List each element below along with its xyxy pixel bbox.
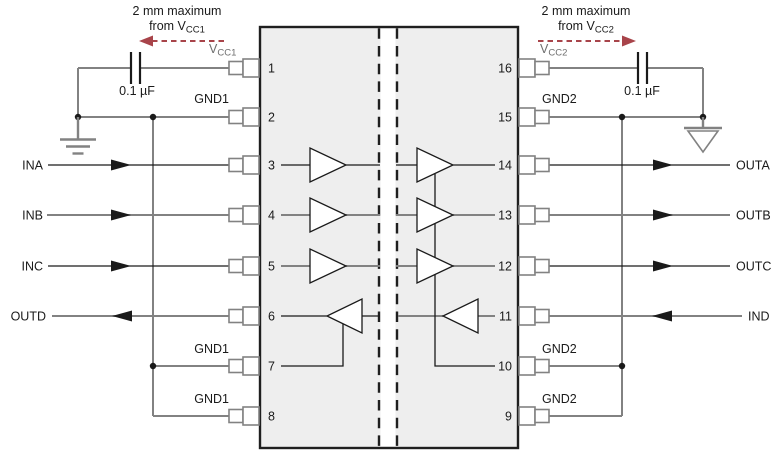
signal-label-outd: OUTD: [11, 310, 46, 324]
pin-number-9: 9: [505, 410, 512, 424]
pin-label-gnd2-pin9: GND2: [542, 392, 577, 406]
pin-numbers-right: 16 15 14 13 12 11 10 9: [498, 62, 512, 424]
pin-1-stub: [228, 58, 260, 78]
inc-arrow-icon: [111, 260, 131, 272]
pin-11-stub: [518, 306, 550, 326]
pin-8-stub: [228, 406, 260, 426]
signal-label-outc: OUTC: [736, 260, 771, 274]
pin-number-16: 16: [498, 62, 512, 76]
annotation-right-line1: 2 mm maximum: [542, 4, 631, 18]
annotation-left-line2: from VCC1: [149, 19, 205, 36]
signal-label-ind: IND: [748, 310, 770, 324]
pin-4-stub: [228, 205, 260, 225]
pin-number-6: 6: [268, 310, 275, 324]
pin-label-gnd2-pin10: GND2: [542, 342, 577, 356]
pin-number-1: 1: [268, 62, 275, 76]
cap-value-right: 0.1 µF: [624, 84, 660, 98]
pin-number-14: 14: [498, 159, 512, 173]
vcc2-network: [548, 52, 704, 117]
outc-arrow-icon: [653, 260, 673, 272]
pin-number-4: 4: [268, 209, 275, 223]
pin-label-gnd1-pin8: GND1: [194, 392, 229, 406]
gnd1-network: [74, 113, 230, 417]
cap-value-left: 0.1 µF: [119, 84, 155, 98]
signal-label-ina: INA: [22, 159, 44, 173]
pin-number-10: 10: [498, 360, 512, 374]
ind-arrow-icon: [652, 310, 672, 322]
buffer-c-out-icon: [416, 247, 455, 285]
pin-number-13: 13: [498, 209, 512, 223]
buffer-b-in-icon: [309, 196, 348, 234]
pin-2-stub: [228, 107, 260, 127]
enable-line-side1: [281, 324, 344, 367]
buffer-a-out-icon: [416, 146, 455, 184]
distance-arrow-left: [139, 35, 224, 47]
pin-number-11: 11: [499, 310, 512, 324]
pin-9-stub: [518, 406, 550, 426]
isolation-gap: [380, 28, 396, 447]
pin-numbers-left: 1 2 3 4 5 6 7 8: [268, 62, 275, 424]
pin-label-gnd1-pin2: GND1: [194, 92, 229, 106]
distance-arrow-right: [538, 35, 636, 47]
pin-number-12: 12: [498, 260, 512, 274]
signal-label-inb: INB: [22, 209, 43, 223]
distance-arrowhead-left-icon: [139, 35, 153, 47]
pin-label-gnd1-pin7: GND1: [194, 342, 229, 356]
pin-number-5: 5: [268, 260, 275, 274]
pin-3-stub: [228, 155, 260, 175]
pin-label-gnd2-pin15: GND2: [542, 92, 577, 106]
annotation-right-line2: from VCC2: [558, 19, 614, 36]
signal-label-inc: INC: [21, 260, 43, 274]
pin-12-stub: [518, 256, 550, 276]
outb-arrow-icon: [653, 209, 673, 221]
gnd2-network: [548, 113, 707, 417]
pin-6-stub: [228, 306, 260, 326]
pin-label-vcc2: VCC2: [540, 42, 567, 59]
outd-arrow-icon: [112, 310, 132, 322]
buffer-c-in-icon: [309, 247, 348, 285]
channel-buffers: [309, 146, 479, 335]
outa-arrow-icon: [653, 159, 673, 171]
pin-label-vcc1: VCC1: [209, 42, 236, 59]
pin-10-stub: [518, 356, 550, 376]
earth-ground-icon: [60, 117, 96, 155]
output-lines-right: [548, 159, 742, 322]
pin-number-8: 8: [268, 410, 275, 424]
inb-arrow-icon: [111, 209, 131, 221]
pin-number-7: 7: [268, 360, 275, 374]
buffer-d-in-icon: [441, 297, 479, 335]
ina-arrow-icon: [111, 159, 131, 171]
buffer-d-out-icon: [325, 297, 363, 335]
buffer-b-out-icon: [416, 196, 455, 234]
channel-wires-internal: [281, 164, 495, 367]
pin-16-stub: [518, 58, 550, 78]
enable-line-side2: [434, 174, 495, 367]
pin-7-stub: [228, 356, 260, 376]
pin-stubs-left: [228, 58, 260, 426]
signal-label-outa: OUTA: [736, 159, 770, 173]
pin-number-15: 15: [498, 111, 512, 125]
pin-stubs-right: [518, 58, 550, 426]
pin-5-stub: [228, 256, 260, 276]
distance-arrowhead-right-icon: [622, 35, 636, 47]
pin-number-3: 3: [268, 159, 275, 173]
pin-14-stub: [518, 155, 550, 175]
pin-13-stub: [518, 205, 550, 225]
input-lines-left: [47, 159, 230, 322]
annotation-left-line1: 2 mm maximum: [133, 4, 222, 18]
vcc1-network: [77, 52, 230, 117]
pin-15-stub: [518, 107, 550, 127]
pin-number-2: 2: [268, 111, 275, 125]
signal-ground-icon: [684, 117, 722, 154]
buffer-a-in-icon: [309, 146, 348, 184]
signal-label-outb: OUTB: [736, 209, 771, 223]
